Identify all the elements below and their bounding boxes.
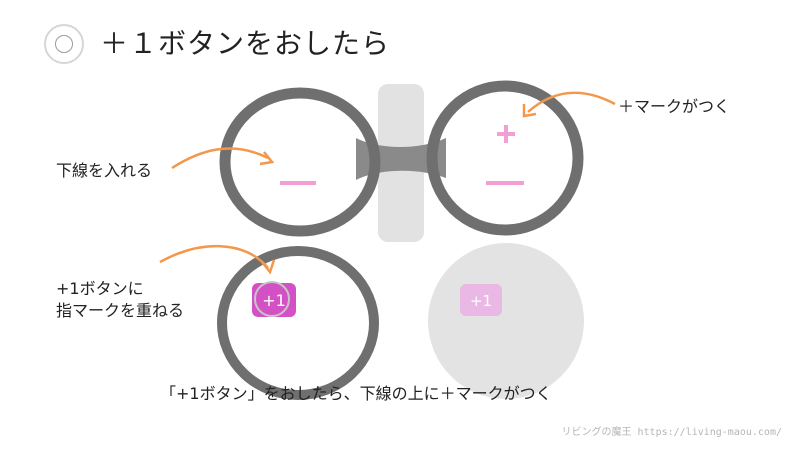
plus-one-button-left[interactable]: +1 bbox=[252, 281, 296, 317]
lens-ring-left bbox=[219, 87, 381, 237]
button-ring-left bbox=[217, 246, 379, 400]
arrow-plus-mark-head-icon bbox=[522, 104, 537, 118]
caption: 「+1ボタン」をおしたら、下線の上に＋マークがつく bbox=[160, 384, 552, 403]
watermark: リビングの魔王 https://living-maou.com/ bbox=[561, 427, 782, 438]
arrow-underline bbox=[171, 147, 269, 170]
label-plus-mark: ＋マークがつく bbox=[618, 97, 731, 116]
lens-ring-right bbox=[426, 80, 584, 236]
svg-text:+1: +1 bbox=[470, 292, 492, 310]
arrow-plus-mark bbox=[527, 91, 616, 113]
label-overlay-line1: +1ボタンに bbox=[56, 279, 144, 298]
plus-one-button-right[interactable]: +1 bbox=[460, 284, 502, 316]
arrow-overlay-head-icon bbox=[261, 259, 276, 275]
label-overlay-line2: 指マークを重ねる bbox=[56, 301, 185, 320]
label-underline: 下線を入れる bbox=[56, 161, 153, 180]
arrow-underline-head-icon bbox=[259, 151, 275, 166]
svg-text:+1: +1 bbox=[262, 291, 286, 310]
title-bullet-icon bbox=[44, 24, 84, 64]
disabled-circle bbox=[428, 243, 584, 399]
arrow-overlay bbox=[159, 245, 269, 269]
page-title: ＋１ボタンをおしたら bbox=[100, 27, 391, 60]
